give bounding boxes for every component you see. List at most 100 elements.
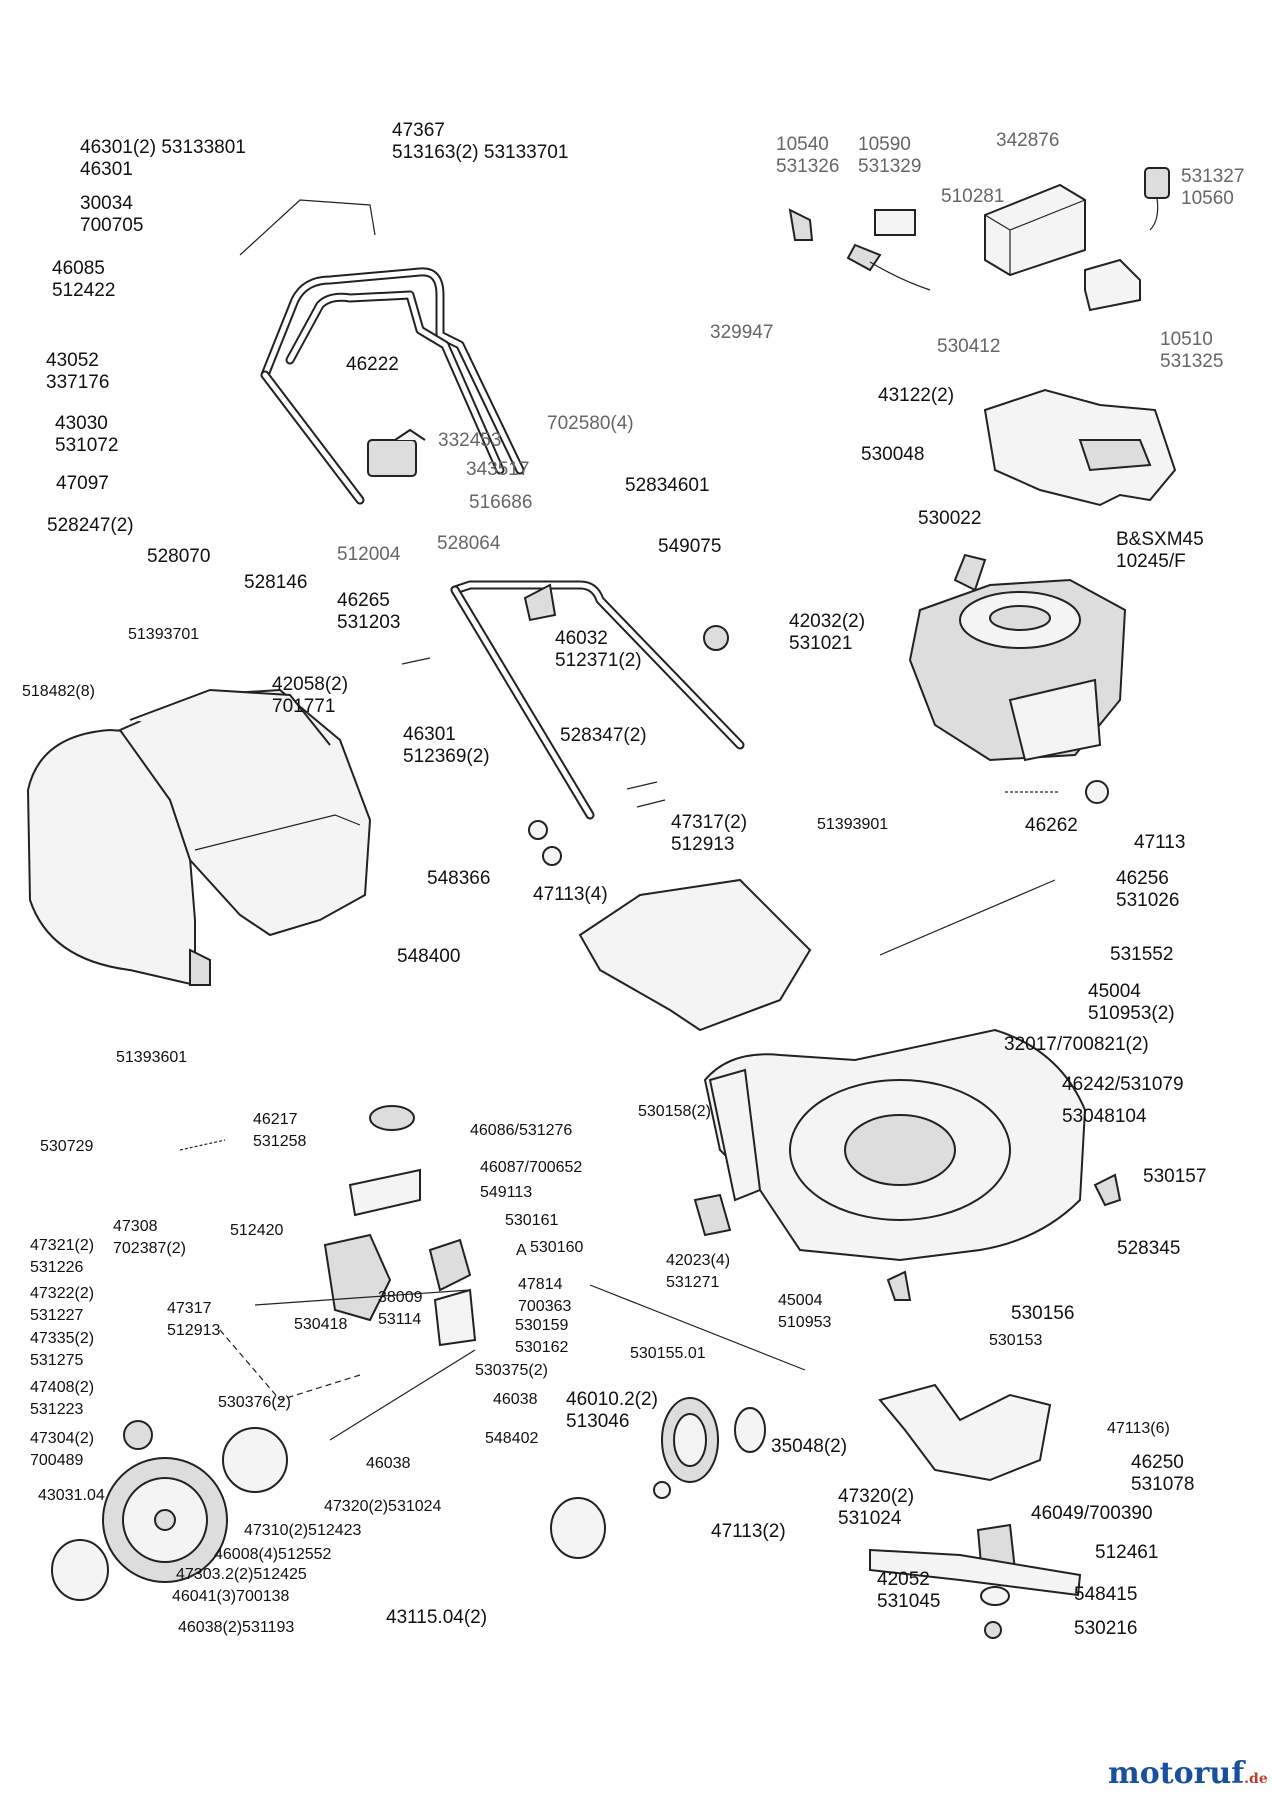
ignition-parts [788,208,931,291]
label-548415: 548415 [1074,1584,1138,1605]
label-530162: 530162 [515,1339,569,1356]
lower-handle [450,580,745,820]
label-530022: 530022 [918,508,982,529]
label-528064: 528064 [437,533,501,554]
label-47320-531024: 47320(2)531024 [324,1498,442,1515]
front-wheel [653,1397,766,1499]
label-530048: 530048 [861,444,925,465]
brackets [693,1173,1122,1301]
label-51393701: 51393701 [128,626,200,643]
label-46222: 46222 [346,354,399,375]
label-46049: 46049/700390 [1031,1503,1153,1524]
label-47113-2: 47113(2) [711,1521,786,1542]
label-518482: 518482(8) [22,683,95,700]
label-52834601: 52834601 [625,475,710,496]
label-512420: 512420 [230,1222,284,1239]
blade-assembly [869,1523,1082,1639]
label-46008: 46008(4)512552 [214,1546,332,1563]
label-35048: 35048(2) [771,1436,848,1457]
label-47320: 47320(2)531024 [838,1486,915,1529]
charger [1084,167,1170,312]
battery-box [984,183,1086,277]
label-47310: 47310(2)512423 [244,1522,362,1539]
label-46041: 46041(3)700138 [172,1588,290,1605]
label-702580: 702580(4) [547,413,634,434]
label-528146: 528146 [244,572,308,593]
label-46038-2: 46038(2)531193 [178,1619,295,1636]
label-42032: 42032(2)531021 [789,611,866,654]
label-530161: 530161 [505,1212,559,1229]
label-47321: 47321(2)531226 [30,1237,95,1276]
label-548400: 548400 [397,946,461,967]
rear-wheel [51,1420,288,1601]
label-46242: 46242/531079 [1062,1074,1184,1095]
label-548402: 548402 [485,1430,539,1447]
engine [908,553,1127,762]
label-47408: 47408(2)531223 [30,1379,95,1418]
label-47304: 47304(2)700489 [30,1430,95,1469]
label-51393901: 51393901 [817,816,889,833]
label-530729: 530729 [40,1138,94,1155]
label-343517: 343517 [466,459,530,480]
label-332453: 332453 [438,430,502,451]
label-516686: 516686 [469,492,533,513]
label-549075: 549075 [658,536,722,557]
label-528345: 528345 [1117,1238,1181,1259]
axle-rod [589,1284,806,1371]
grass-catcher [26,688,372,987]
label-530376: 530376(2) [218,1394,291,1411]
bolts [401,657,666,866]
label-531552: 531552 [1110,944,1174,965]
mulching-insert [878,1383,1052,1482]
mower-deck [703,1028,1087,1262]
label-47113: 47113 [1134,832,1186,853]
label-47097: 47097 [56,473,109,494]
label-528070: 528070 [147,546,211,567]
label-530375: 530375(2) [475,1362,548,1379]
engine-cover [983,388,1177,507]
label-512004: 512004 [337,544,401,565]
throttle-cable [879,879,1056,956]
hub-cap [550,1497,606,1559]
label-43031: 43031.04 [38,1487,105,1504]
label-530155: 530155.01 [630,1345,706,1362]
label-528347: 528347(2) [560,725,647,746]
label-329947: 329947 [710,322,774,343]
label-42023: 42023(4)531271 [666,1252,731,1291]
label-51393601: 51393601 [116,1049,188,1066]
label-530418: 530418 [294,1316,348,1333]
label-342876: 342876 [996,130,1060,151]
label-530412: 530412 [937,336,1001,357]
label-46038-b: 46038 [366,1455,411,1472]
label-530157: 530157 [1143,1166,1207,1187]
motoruf-logo[interactable]: motoruf.de [1108,1756,1268,1791]
label-530153: 530153 [989,1332,1043,1349]
label-46010: 46010.2(2)513046 [566,1389,658,1432]
spring-and-nut [1005,780,1109,804]
label-46262: 46262 [1025,815,1078,836]
label-530156: 530156 [1011,1303,1075,1324]
engine-stop-switch [367,428,426,477]
label-53048104: 53048104 [1062,1106,1147,1127]
label-549113: 549113 [480,1184,533,1201]
